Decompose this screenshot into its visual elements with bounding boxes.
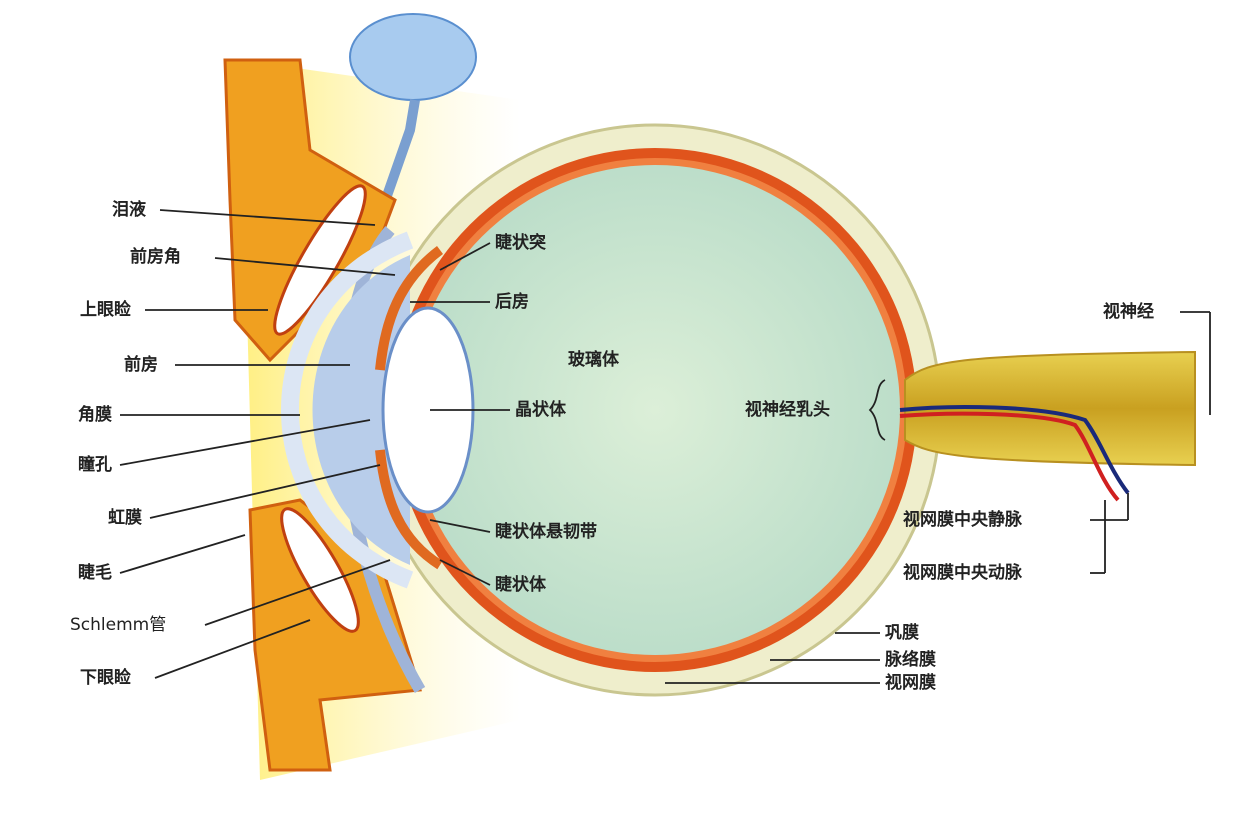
label-anterior-chamber-angle: 前房角 <box>130 247 181 267</box>
label-choroid: 脉络膜 <box>885 650 936 670</box>
label-iris: 虹膜 <box>108 508 142 528</box>
label-optic-disc: 视神经乳头 <box>745 400 830 420</box>
label-schlemm-canal: Schlemm管 <box>70 615 167 635</box>
label-eyelash: 睫毛 <box>78 563 112 583</box>
label-retina: 视网膜 <box>885 673 936 693</box>
label-ciliary-body: 睫状体 <box>495 575 546 595</box>
central-retinal-artery <box>899 411 1120 502</box>
label-optic-nerve: 视神经 <box>1103 302 1154 322</box>
optic-nerve <box>904 350 1196 467</box>
label-lens: 晶状体 <box>515 400 566 420</box>
central-retinal-vein <box>899 405 1130 495</box>
label-cornea: 角膜 <box>78 405 112 425</box>
label-pupil: 瞳孔 <box>78 455 112 475</box>
leader-lines <box>119 209 1211 684</box>
label-vitreous-body: 玻璃体 <box>568 350 619 370</box>
cornea <box>281 231 414 589</box>
label-central-retinal-vein: 视网膜中央静脉 <box>903 510 1022 530</box>
label-posterior-chamber: 后房 <box>495 292 529 312</box>
label-central-retinal-artery: 视网膜中央动脉 <box>903 563 1022 583</box>
label-lower-eyelid: 下眼睑 <box>80 668 131 688</box>
label-ciliary-process: 睫状突 <box>495 233 546 253</box>
label-upper-eyelid: 上眼睑 <box>80 300 131 320</box>
label-tears: 泪液 <box>112 200 146 220</box>
tarsal-plate-lower <box>280 507 360 633</box>
iris-lower <box>375 449 443 570</box>
label-zonule: 睫状体悬韧带 <box>495 522 597 542</box>
lacrimal-gland <box>349 13 477 101</box>
iris-upper <box>375 246 444 371</box>
vitreous-body <box>410 165 900 655</box>
label-sclera: 巩膜 <box>885 623 919 643</box>
label-anterior-chamber: 前房 <box>124 355 158 375</box>
